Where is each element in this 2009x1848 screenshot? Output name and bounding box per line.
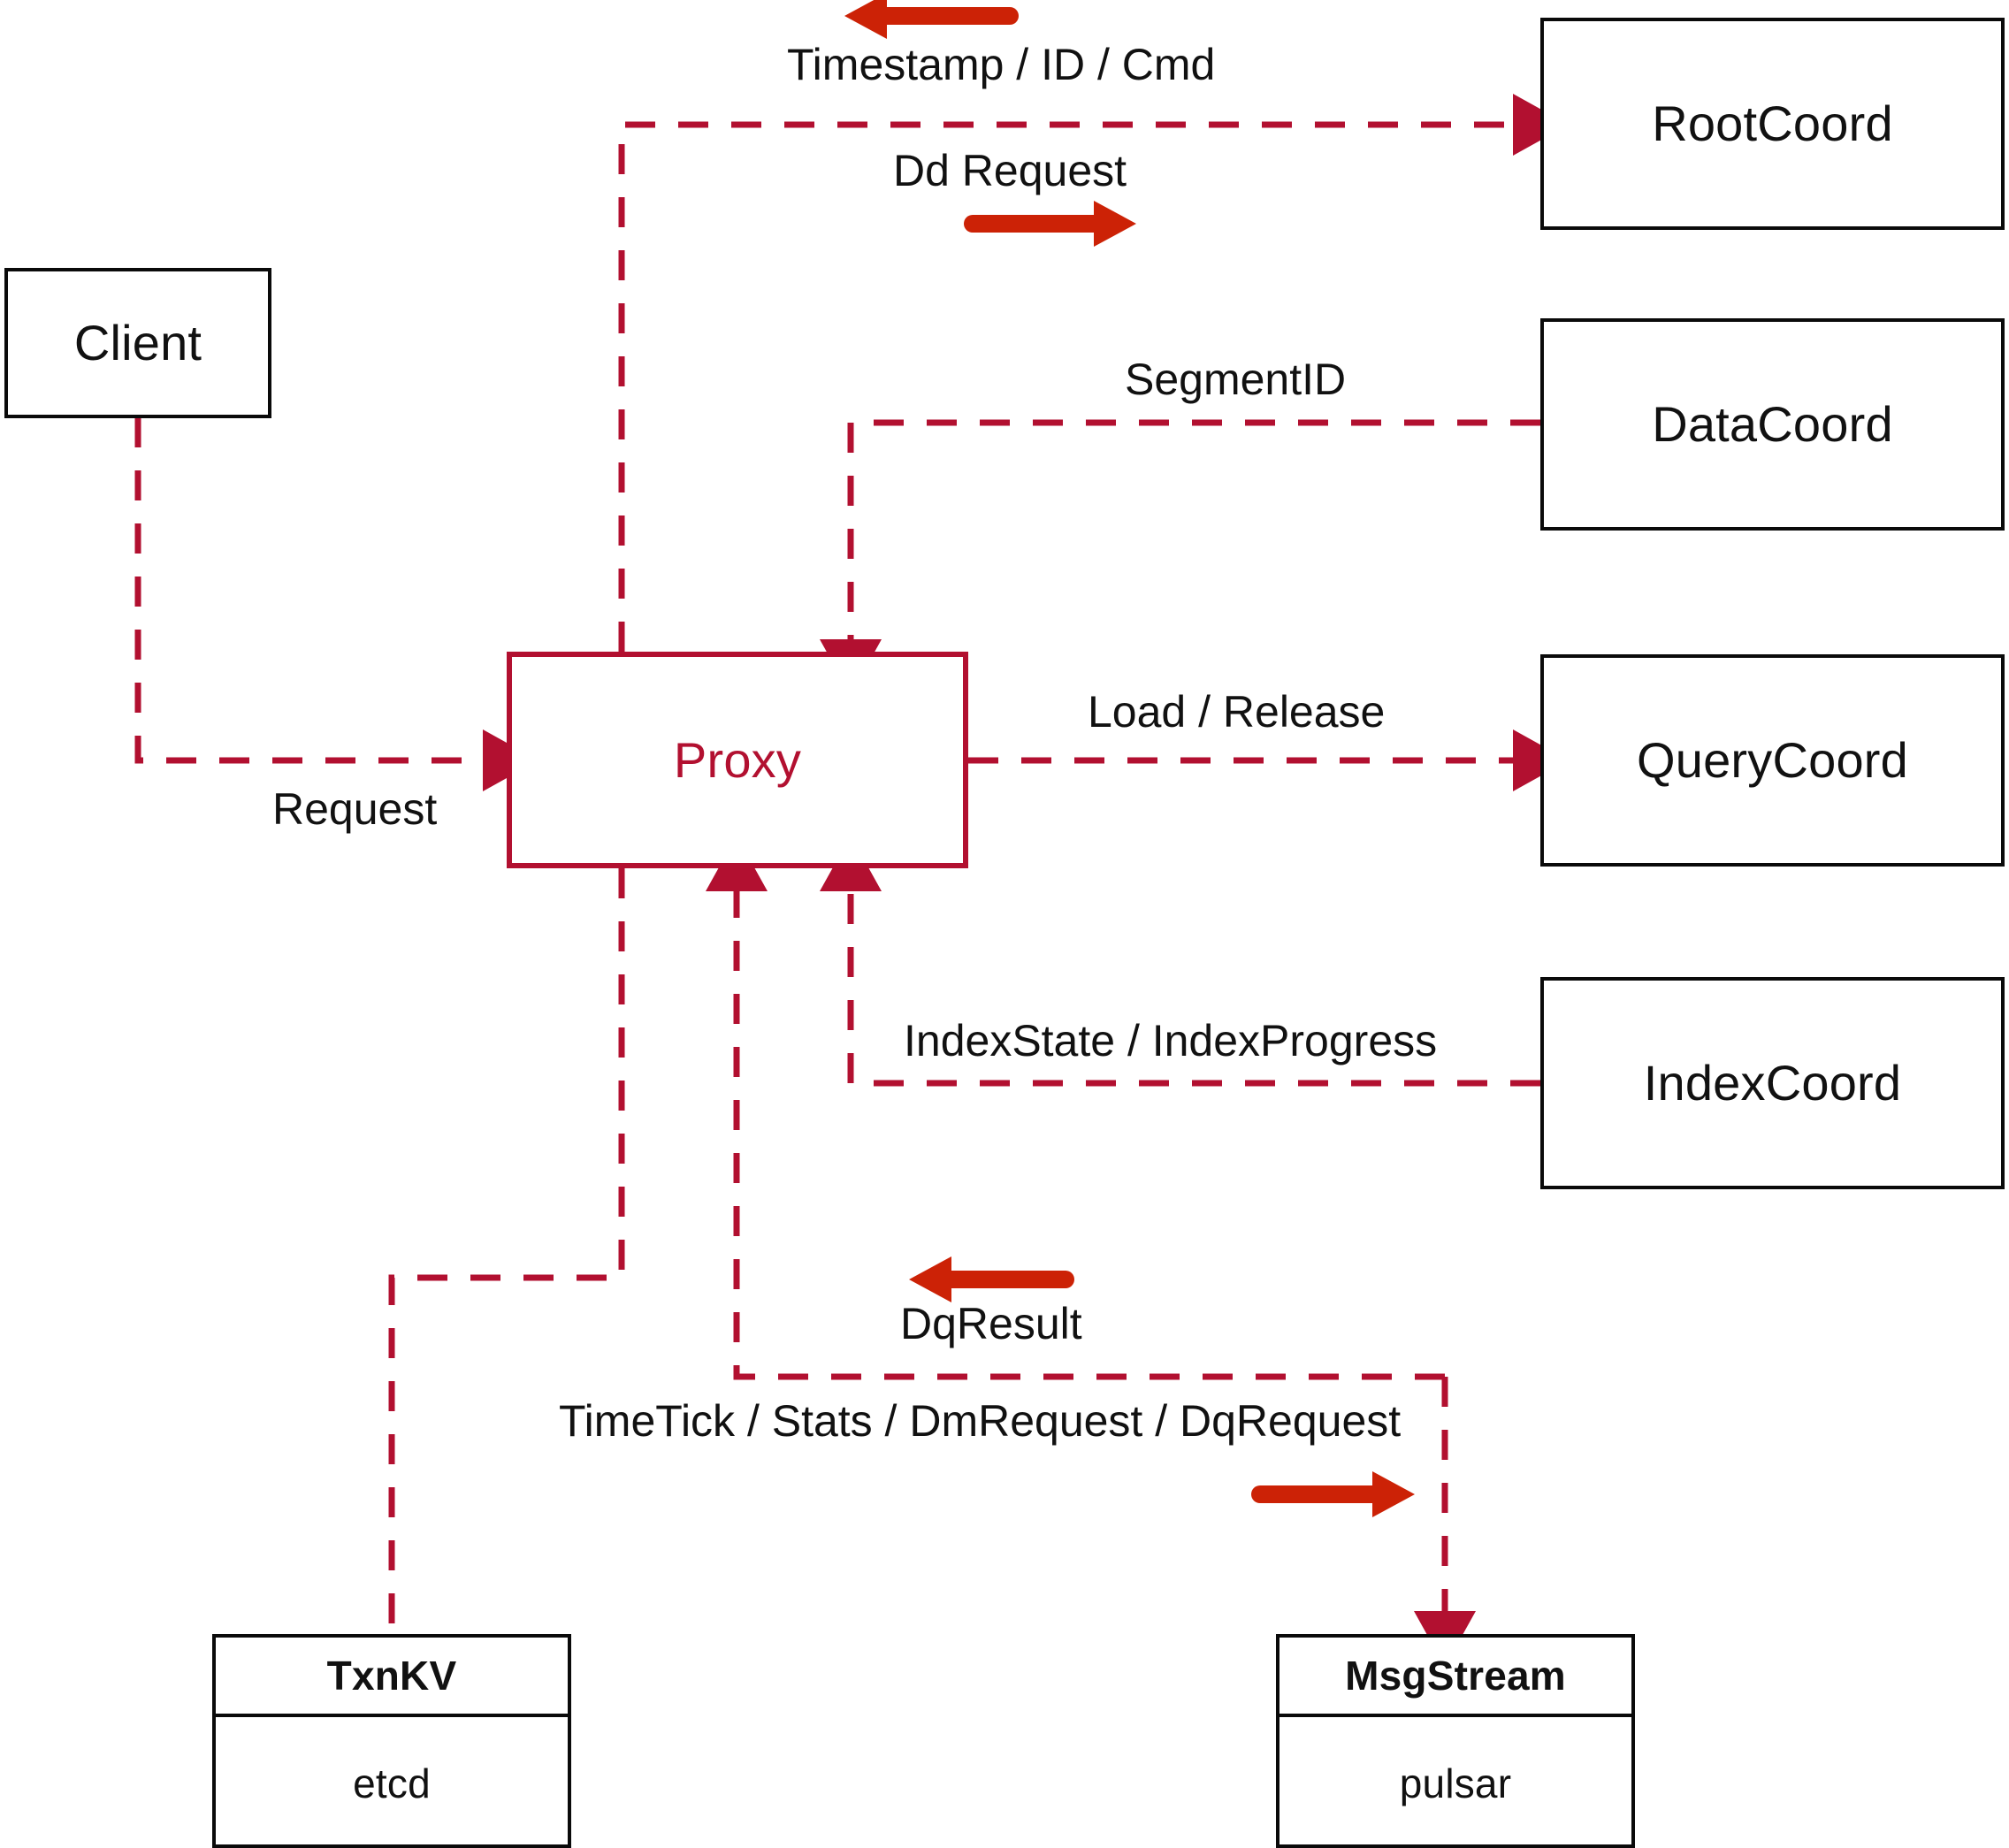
node-indexcoord-label: IndexCoord — [1643, 1055, 1902, 1111]
node-txnkv-title: TxnKV — [326, 1653, 457, 1699]
edge-proxy-to-rootcoord — [618, 94, 1569, 652]
node-txnkv-header: TxnKV — [216, 1638, 568, 1717]
node-querycoord-label: QueryCoord — [1636, 732, 1909, 788]
node-datacoord-label: DataCoord — [1652, 396, 1893, 452]
node-querycoord[interactable]: QueryCoord — [1540, 654, 2005, 867]
edge-label-timestamp-id-cmd: Timestamp / ID / Cmd — [787, 40, 1216, 89]
node-txnkv-impl: etcd — [353, 1760, 431, 1806]
node-msgstream[interactable]: MsgStream pulsar — [1276, 1634, 1635, 1848]
node-txnkv-body: etcd — [216, 1717, 568, 1848]
node-client[interactable]: Client — [4, 268, 271, 418]
arrow-left-icon-timestamp — [844, 0, 1019, 39]
node-datacoord[interactable]: DataCoord — [1540, 318, 2005, 531]
node-rootcoord[interactable]: RootCoord — [1540, 18, 2005, 230]
edge-proxy-to-txnkv — [388, 868, 625, 1634]
edge-label-dd-request: Dd Request — [893, 146, 1127, 195]
edge-client-to-proxy — [134, 417, 539, 791]
edge-label-index-state-progress: IndexState / IndexProgress — [904, 1016, 1438, 1065]
edge-label-timetick-stats: TimeTick / Stats / DmRequest / DqRequest — [559, 1396, 1402, 1446]
node-msgstream-body: pulsar — [1279, 1717, 1631, 1848]
edge-msgstream-to-proxy — [706, 836, 1445, 1380]
edge-label-load-release: Load / Release — [1088, 687, 1386, 737]
edge-label-segment-id: SegmentID — [1125, 355, 1347, 404]
edge-label-dq-result: DqResult — [900, 1299, 1082, 1348]
arrow-right-icon-ddrequest — [964, 201, 1136, 247]
node-proxy-label: Proxy — [673, 731, 802, 788]
arrow-left-icon-dqresult — [909, 1256, 1074, 1302]
node-msgstream-title: MsgStream — [1345, 1653, 1566, 1699]
node-rootcoord-label: RootCoord — [1652, 95, 1893, 151]
arrow-right-icon-timetick — [1251, 1471, 1415, 1517]
node-msgstream-header: MsgStream — [1279, 1638, 1631, 1717]
node-indexcoord[interactable]: IndexCoord — [1540, 977, 2005, 1189]
node-msgstream-impl: pulsar — [1399, 1760, 1512, 1806]
node-txnkv[interactable]: TxnKV etcd — [212, 1634, 571, 1848]
edge-datacoord-to-proxy — [820, 419, 1540, 695]
node-client-label: Client — [73, 315, 202, 370]
node-proxy[interactable]: Proxy — [507, 652, 968, 868]
edge-label-request: Request — [272, 784, 438, 834]
